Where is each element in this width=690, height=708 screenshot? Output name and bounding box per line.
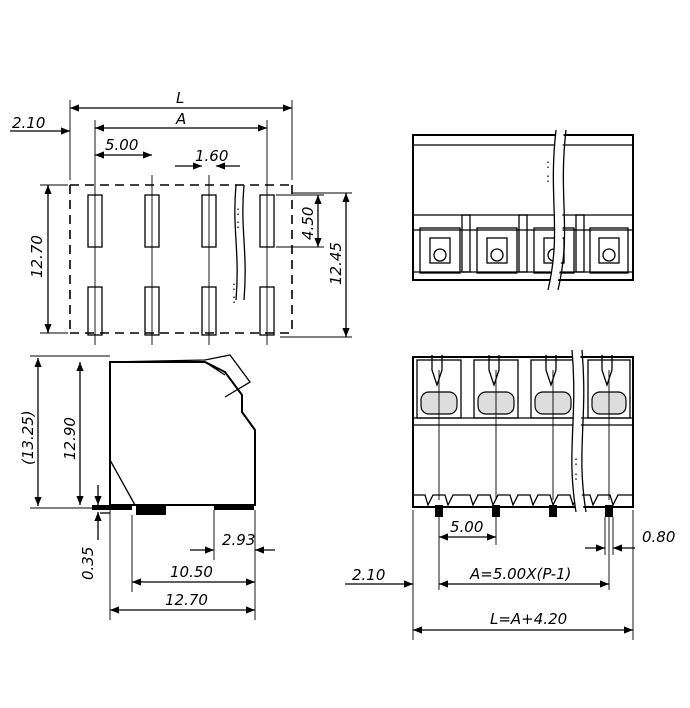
svg-text::: : xyxy=(236,204,240,218)
svg-text::: : xyxy=(546,171,550,185)
side-view: (13.25) 12.90 0.35 2.93 10.50 12.70 xyxy=(19,354,275,620)
top-view: : : : : L A 2.10 5.00 1.60 12.70 4.50 xyxy=(10,89,352,345)
dim-depth-outer: 12.70 xyxy=(165,591,208,609)
formula-L: L=A+4.20 xyxy=(490,610,567,628)
dim-height-top: 12.70 xyxy=(28,235,46,278)
svg-text::: : xyxy=(232,279,236,293)
dim-offset-front: 2.10 xyxy=(352,566,385,584)
svg-text::: : xyxy=(574,469,578,483)
front-view: : : 5.00 0.80 2.10 A=5.00X(P-1) L=A+4.20 xyxy=(345,349,675,640)
dim-depth-inner: 10.50 xyxy=(170,563,213,581)
dim-A: A xyxy=(175,110,186,128)
dim-pin-offset: 0.35 xyxy=(79,547,97,580)
dim-foot: 2.93 xyxy=(222,531,255,549)
dim-slot-top: 4.50 xyxy=(299,207,317,240)
dim-offset-top: 2.10 xyxy=(12,114,45,132)
formula-A: A=5.00X(P-1) xyxy=(469,565,571,583)
dim-pitch-top: 5.00 xyxy=(105,136,138,154)
dim-pin-front: 0.80 xyxy=(642,528,675,546)
dim-pitch-front: 5.00 xyxy=(450,518,483,536)
dim-total-height: (13.25) xyxy=(19,410,37,465)
dim-body-height: 12.90 xyxy=(61,417,79,460)
dim-overall-top: 12.45 xyxy=(327,242,345,285)
svg-text::: : xyxy=(574,454,578,468)
svg-text::: : xyxy=(232,292,236,306)
svg-text::: : xyxy=(546,157,550,171)
dim-width-top: 1.60 xyxy=(195,147,228,165)
rear-view: : : xyxy=(412,129,634,291)
svg-text::: : xyxy=(236,217,240,231)
dim-L: L xyxy=(176,89,184,107)
